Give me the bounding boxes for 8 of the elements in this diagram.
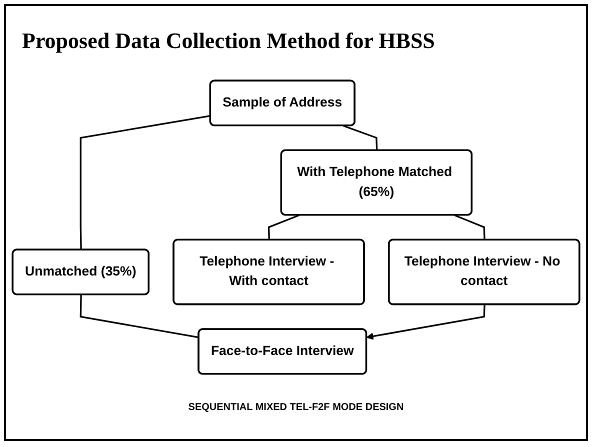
connector — [454, 214, 486, 240]
connector — [80, 114, 211, 250]
connector — [268, 214, 300, 240]
connector — [80, 294, 200, 338]
caption: SEQUENTIAL MIXED TEL-F2F MODE DESIGN — [187, 402, 405, 413]
connector — [342, 124, 378, 150]
arrow — [366, 304, 486, 340]
title: Proposed Data Collection Method for HBSS — [22, 28, 436, 54]
